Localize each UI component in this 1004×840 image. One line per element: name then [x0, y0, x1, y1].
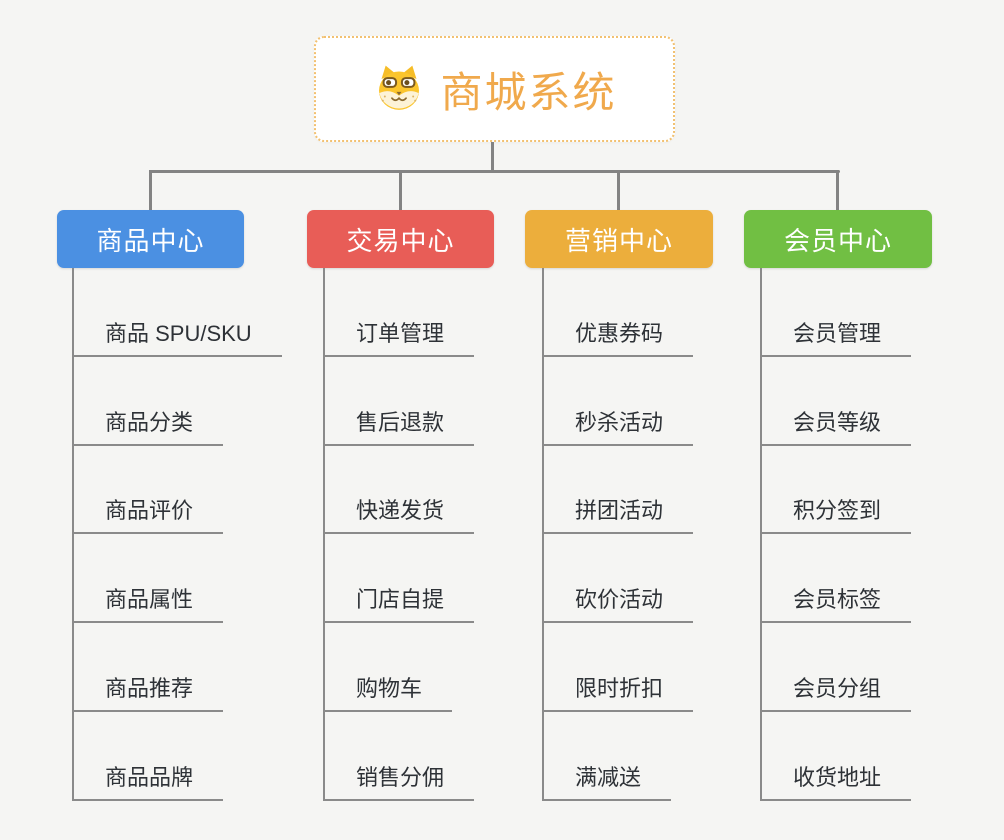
subtopic-label: 售后退款	[323, 405, 475, 446]
subtopic-node[interactable]: 会员标签	[760, 534, 912, 624]
subtopic-label: 秒杀活动	[542, 405, 694, 446]
subtopic-column-marketing: 优惠券码 秒杀活动 拼团活动 砍价活动 限时折扣 满减送	[542, 268, 694, 801]
subtopic-label: 优惠券码	[542, 316, 694, 357]
subtopic-node[interactable]: 门店自提	[323, 534, 475, 624]
dog-face-icon	[379, 65, 420, 110]
drop-connector-marketing	[617, 170, 620, 211]
branch-label: 交易中心	[346, 225, 455, 256]
branch-node-trade[interactable]: 交易中心	[307, 210, 494, 268]
subtopic-label: 购物车	[323, 671, 453, 713]
subtopic-node[interactable]: 积分签到	[760, 446, 912, 535]
subtopic-node[interactable]: 秒杀活动	[542, 357, 694, 446]
subtopic-node[interactable]: 限时折扣	[542, 623, 694, 713]
subtopic-node[interactable]: 商品 SPU/SKU	[72, 268, 282, 357]
subtopic-label: 商品分类	[72, 405, 224, 446]
subtopic-label: 满减送	[542, 760, 672, 801]
subtopic-label: 收货地址	[760, 760, 912, 801]
drop-connector-trade	[399, 170, 402, 211]
subtopic-node[interactable]: 商品评价	[72, 446, 282, 535]
drop-connector-products	[149, 170, 152, 211]
subtopic-column-trade: 订单管理 售后退款 快递发货 门店自提 购物车 销售分佣	[323, 268, 475, 801]
subtopic-node[interactable]: 商品品牌	[72, 712, 282, 801]
subtopic-label: 商品评价	[72, 493, 224, 535]
subtopic-label: 限时折扣	[542, 671, 694, 713]
subtopic-node[interactable]: 商品属性	[72, 534, 282, 624]
subtopic-column-products: 商品 SPU/SKU 商品分类 商品评价 商品属性 商品推荐 商品品牌	[72, 268, 282, 801]
subtopic-node[interactable]: 优惠券码	[542, 268, 694, 357]
subtopic-label: 商品 SPU/SKU	[72, 316, 282, 357]
root-title: 商城系统	[440, 68, 617, 116]
subtopic-label: 会员分组	[760, 671, 912, 713]
subtopic-label: 商品推荐	[72, 671, 224, 713]
subtopic-label: 商品属性	[72, 582, 224, 624]
horizontal-connector	[149, 170, 840, 173]
subtopic-label: 订单管理	[323, 316, 475, 357]
subtopic-node[interactable]: 会员管理	[760, 268, 912, 357]
subtopic-node[interactable]: 会员分组	[760, 623, 912, 713]
subtopic-label: 销售分佣	[323, 760, 475, 801]
subtopic-node[interactable]: 订单管理	[323, 268, 475, 357]
root-node[interactable]: 商城系统	[314, 36, 675, 142]
root-stub-connector	[491, 142, 494, 172]
subtopic-label: 砍价活动	[542, 582, 694, 624]
subtopic-node[interactable]: 会员等级	[760, 357, 912, 446]
subtopic-label: 会员管理	[760, 316, 912, 357]
subtopic-node[interactable]: 售后退款	[323, 357, 475, 446]
subtopic-node[interactable]: 销售分佣	[323, 712, 475, 801]
branch-node-products[interactable]: 商品中心	[57, 210, 244, 268]
subtopic-node[interactable]: 商品分类	[72, 357, 282, 446]
subtopic-node[interactable]: 砍价活动	[542, 534, 694, 624]
branch-label: 商品中心	[96, 225, 205, 256]
subtopic-node[interactable]: 快递发货	[323, 446, 475, 535]
branch-node-marketing[interactable]: 营销中心	[525, 210, 713, 268]
branch-node-members[interactable]: 会员中心	[744, 210, 932, 268]
subtopic-label: 商品品牌	[72, 760, 224, 801]
subtopic-label: 积分签到	[760, 493, 912, 535]
subtopic-label: 拼团活动	[542, 493, 694, 535]
subtopic-column-members: 会员管理 会员等级 积分签到 会员标签 会员分组 收货地址	[760, 268, 912, 801]
subtopic-node[interactable]: 拼团活动	[542, 446, 694, 535]
subtopic-node[interactable]: 收货地址	[760, 712, 912, 801]
subtopic-label: 门店自提	[323, 582, 475, 624]
subtopic-node[interactable]: 满减送	[542, 712, 693, 801]
drop-connector-members	[836, 170, 839, 211]
branch-label: 会员中心	[783, 225, 892, 256]
subtopic-label: 会员等级	[760, 405, 912, 446]
subtopic-node[interactable]: 商品推荐	[72, 623, 282, 713]
subtopic-label: 会员标签	[760, 582, 912, 624]
branch-label: 营销中心	[564, 225, 673, 256]
subtopic-node[interactable]: 购物车	[323, 623, 474, 713]
subtopic-label: 快递发货	[323, 493, 475, 535]
